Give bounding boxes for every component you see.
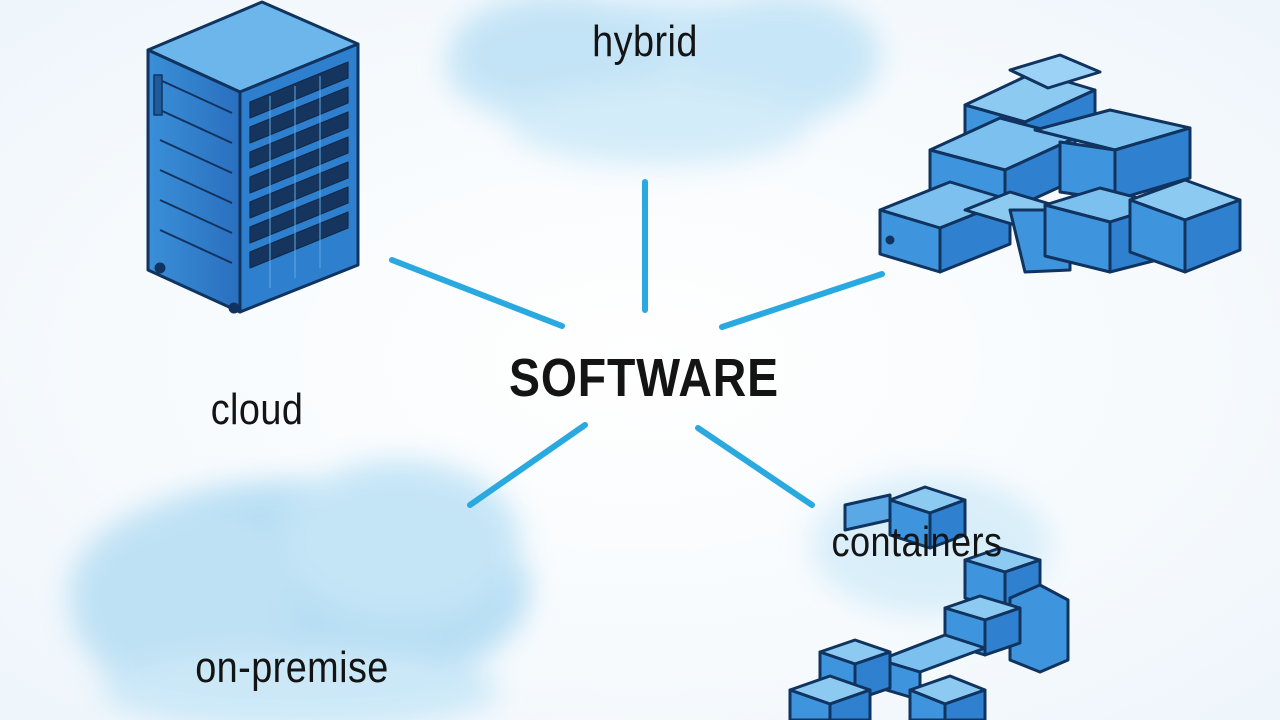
container-chain-icon [788, 485, 1070, 720]
software-center-label: SOFTWARE [508, 348, 780, 408]
cloud-label: cloud [210, 385, 304, 434]
on-premise-label: on-premise [195, 643, 389, 692]
cube-stack-icon [878, 53, 1242, 274]
connector-to-cubes [719, 271, 885, 330]
containers-label: containers [831, 518, 1003, 565]
hybrid-label: hybrid [592, 17, 698, 66]
connector-to-cloud [467, 422, 588, 508]
connector-to-server [389, 257, 565, 329]
connector-to-containers [695, 425, 815, 508]
connector-lines [389, 179, 885, 508]
cloud-icon-top [445, 0, 880, 165]
server-rack-icon [146, 0, 360, 314]
cloud-icon-bottom-left [70, 460, 530, 720]
